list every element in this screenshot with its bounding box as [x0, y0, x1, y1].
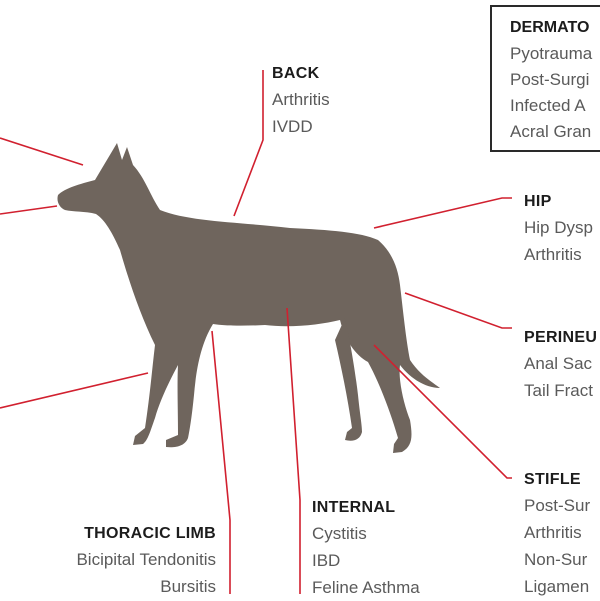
perineum-label-group: PERINEU Anal Sac Tail Fract	[524, 326, 597, 404]
stifle-heading: STIFLE	[524, 471, 581, 488]
back-heading: BACK	[272, 65, 320, 82]
thoracic-limb-heading: THORACIC LIMB	[84, 525, 216, 542]
back-item: Arthritis	[272, 90, 330, 109]
stifle-item: Post-Sur	[524, 496, 591, 515]
internal-label-group: INTERNAL Cystitis IBD Feline Asthma	[312, 496, 420, 601]
internal-item: IBD	[312, 551, 341, 570]
leader-line-internal	[286, 307, 301, 594]
dog-silhouette	[57, 143, 441, 453]
thoracic-limb-item: Bicipital Tendonitis	[76, 550, 216, 569]
leader-line-forelimb	[0, 372, 149, 409]
perineum-item: Anal Sac	[524, 354, 593, 373]
back-item: IVDD	[272, 117, 313, 136]
thoracic-limb-item: Bursitis	[160, 577, 216, 596]
back-label-group: BACK Arthritis IVDD	[272, 62, 330, 140]
hip-item: Hip Dysp	[524, 218, 593, 237]
leader-line-stifle	[373, 344, 512, 479]
leader-line-perineum	[404, 292, 512, 329]
leader-line-thoracic-limb	[211, 330, 231, 594]
dog-hind-leg	[335, 318, 362, 441]
dermatologic-item: Acral Gran	[510, 122, 592, 141]
perineum-item: Tail Fract	[524, 381, 593, 400]
stifle-label-group: STIFLE Post-Sur Arthritis Non-Sur Ligame…	[524, 468, 590, 600]
stifle-item: Arthritis	[524, 523, 582, 542]
leader-line-back	[233, 70, 264, 217]
leader-line-hip	[373, 197, 512, 229]
thoracic-limb-label-group: THORACIC LIMB Bicipital Tendonitis Bursi…	[76, 522, 216, 600]
dermatologic-heading: DERMATO	[510, 19, 590, 36]
internal-item: Feline Asthma	[312, 578, 420, 597]
dermatologic-box: DERMATO Pyotrauma Post-Surgi Infected A …	[490, 5, 600, 152]
dermatologic-item: Pyotrauma	[510, 44, 593, 63]
hip-item: Arthritis	[524, 245, 582, 264]
hip-heading: HIP	[524, 193, 552, 210]
stifle-item: Ligamen	[524, 577, 590, 596]
leader-line-head-lower	[0, 205, 58, 215]
internal-heading: INTERNAL	[312, 499, 396, 516]
perineum-heading: PERINEU	[524, 329, 598, 346]
dermatologic-item: Post-Surgi	[510, 70, 590, 89]
leader-line-head-upper	[0, 137, 84, 166]
stifle-item: Non-Sur	[524, 550, 588, 569]
hip-label-group: HIP Hip Dysp Arthritis	[524, 190, 593, 268]
internal-item: Cystitis	[312, 524, 367, 543]
leader-lines	[0, 70, 512, 594]
dermatologic-item: Infected A	[510, 96, 586, 115]
